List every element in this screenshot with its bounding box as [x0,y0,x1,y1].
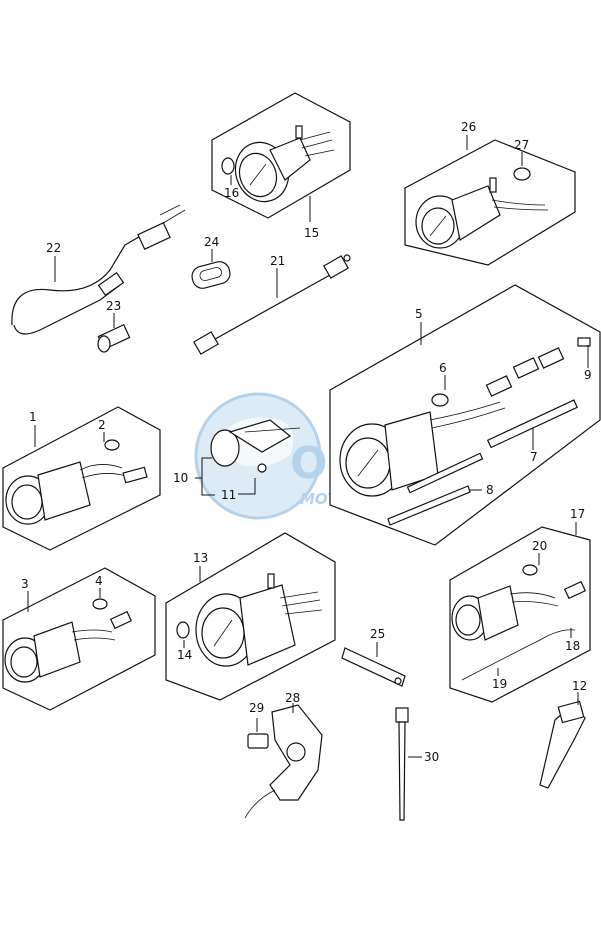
label-5: 5 [415,307,423,321]
label-24: 24 [204,235,219,249]
label-11: 11 [221,488,236,502]
label-29: 29 [249,701,264,715]
part-29-bolt [247,733,269,749]
label-23: 23 [106,299,121,313]
group-15-box [211,92,351,219]
part-22-harness [11,204,186,335]
label-10: 10 [173,471,188,485]
label-18: 18 [565,639,580,653]
group-3-box [2,567,156,711]
part-25-strap [341,647,406,687]
label-30: 30 [424,750,439,764]
group-5-box [329,284,601,546]
part-24-grommet [191,261,231,289]
label-14: 14 [177,648,192,662]
part-10-bracket [210,419,301,473]
part-21-cable [193,254,351,355]
label-4: 4 [95,574,103,588]
group-17-box [449,526,591,703]
label-25: 25 [370,627,385,641]
label-17: 17 [570,507,585,521]
label-6: 6 [439,361,447,375]
label-20: 20 [532,539,547,553]
label-12: 12 [572,679,587,693]
part-30-cable-tie [395,707,409,821]
part-28-bracket [244,704,323,819]
label-26: 26 [461,120,476,134]
label-1: 1 [29,410,37,424]
part-12-lever [539,700,586,789]
label-15: 15 [304,226,319,240]
label-3: 3 [21,577,29,591]
label-21: 21 [270,254,285,268]
label-19: 19 [492,677,507,691]
group-26-box [404,139,576,266]
label-8: 8 [486,483,494,497]
group-1-box [2,406,161,551]
label-7: 7 [530,450,538,464]
group-13-box [165,532,336,701]
label-27: 27 [514,138,529,152]
label-13: 13 [193,551,208,565]
label-28: 28 [285,691,300,705]
label-2: 2 [98,418,106,432]
label-9: 9 [584,368,592,382]
label-16: 16 [224,186,239,200]
label-22: 22 [46,241,61,255]
part-23-plug [97,323,131,353]
